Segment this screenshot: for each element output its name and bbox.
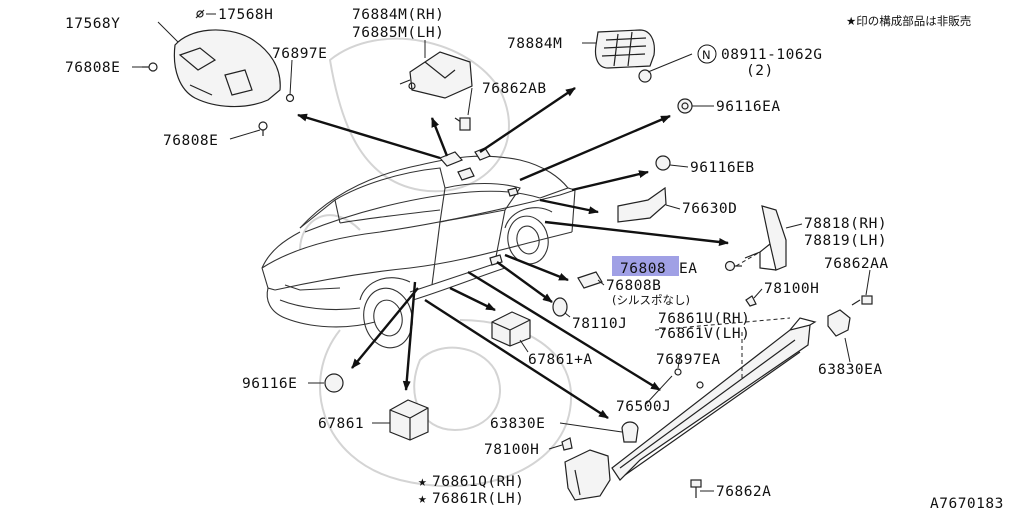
watermark	[299, 37, 573, 488]
label-76897EA: 76897EA	[656, 352, 721, 368]
car-illustration	[261, 147, 576, 349]
label-08911-1062G: 08911-1062G	[721, 47, 823, 63]
label-08911-qty: (2)	[746, 63, 774, 79]
label-76808EA-highlight: 76808	[620, 261, 666, 277]
label-76885M: 76885M(LH)	[352, 25, 444, 41]
label-96116EB: 96116EB	[690, 160, 755, 176]
grille-78884M-shape	[594, 29, 655, 69]
label-78110J: 78110J	[572, 316, 627, 332]
bracket-76884M-shape	[399, 51, 473, 99]
label-76630D: 76630D	[682, 201, 737, 217]
label-78819: 78819(LH)	[804, 233, 887, 249]
part-labels: ★印の構成部品は非販売 17568Y 17568H 76884M(RH) 768…	[65, 7, 1004, 510]
note-not-sold: ★印の構成部品は非販売	[846, 14, 971, 28]
leader-arrows	[297, 87, 729, 420]
label-76862A: 76862A	[716, 484, 771, 500]
label-76808E-a: 76808E	[65, 60, 120, 76]
label-78818: 78818(RH)	[804, 216, 887, 232]
label-76861U: 76861U(RH)	[658, 311, 750, 327]
highlight-76808EA	[612, 256, 679, 276]
label-76861R: 76861R(LH)	[432, 491, 524, 507]
label-76808E-b: 76808E	[163, 133, 218, 149]
label-67861A: 67861+A	[528, 352, 593, 368]
label-76862AB: 76862AB	[482, 81, 547, 97]
label-76884M: 76884M(RH)	[352, 7, 444, 23]
label-63830E: 63830E	[490, 416, 545, 432]
n-circle-icon	[697, 44, 717, 64]
label-78100H-a: 78100H	[764, 281, 819, 297]
side-sill-76861U-shape	[611, 317, 817, 481]
star-icon-1: ★	[418, 474, 427, 490]
label-67861: 67861	[318, 416, 364, 432]
label-63830EA: 63830EA	[818, 362, 883, 378]
diagram-id: A7670183	[930, 496, 1004, 510]
label-17568Y: 17568Y	[65, 16, 120, 32]
label-76500J: 76500J	[616, 399, 671, 415]
label-76808EA-suffix: EA	[679, 261, 697, 277]
bracket-17568Y-shape	[173, 9, 281, 108]
label-76808B: 76808B	[606, 278, 661, 294]
label-96116EA: 96116EA	[716, 99, 781, 115]
label-17568H: 17568H	[218, 7, 273, 23]
part-shapes	[142, 9, 873, 501]
label-96116E: 96116E	[242, 376, 297, 392]
label-76861Q: 76861Q(RH)	[432, 474, 524, 490]
label-leaders	[132, 13, 871, 492]
label-n-mark: N	[702, 48, 711, 62]
label-76861V: 76861V(LH)	[658, 326, 750, 342]
label-76808B-note: (シルスポなし)	[612, 293, 690, 307]
label-76862AA: 76862AA	[824, 256, 889, 272]
label-78884M: 78884M	[507, 36, 562, 52]
label-76897E: 76897E	[272, 46, 327, 62]
star-icon-2: ★	[418, 491, 427, 507]
label-78100H-b: 78100H	[484, 442, 539, 458]
